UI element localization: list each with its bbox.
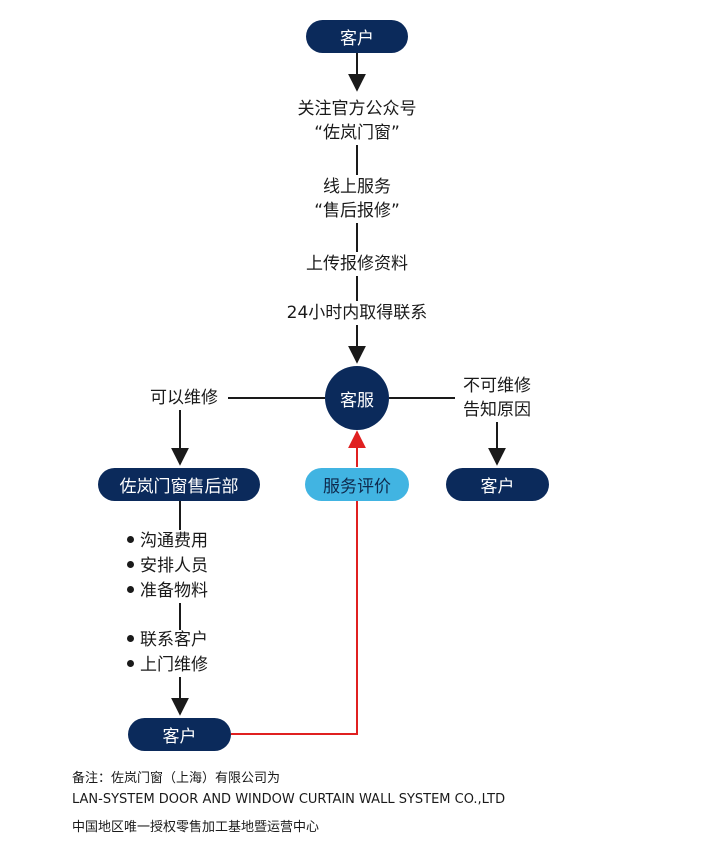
follow-step: 关注官方公众号 “佐岚门窗”: [297, 97, 417, 145]
task-item-label: 准备物料: [140, 581, 208, 601]
task-list-2: 联系客户 上门维修: [127, 628, 208, 678]
unrepairable-line1: 不可维修: [463, 376, 531, 396]
task-item: 准备物料: [127, 579, 208, 604]
footer-note-line3: 中国地区唯一授权零售加工基地暨运营中心: [72, 820, 320, 835]
bottom-customer-label: 客户: [162, 727, 197, 747]
right-customer-label: 客户: [480, 477, 515, 497]
task-item-label: 安排人员: [140, 556, 208, 576]
upload-step: 上传报修资料: [306, 252, 408, 276]
service-node: 客服: [325, 366, 389, 430]
task-item: 上门维修: [127, 653, 208, 678]
bullet-icon: [127, 634, 134, 642]
bullet-icon: [127, 535, 134, 543]
right-customer-node: 客户: [446, 468, 549, 501]
evaluation-node: 服务评价: [305, 468, 409, 501]
task-item-label: 联系客户: [140, 630, 208, 650]
unrepairable-branch: 不可维修 告知原因: [463, 374, 531, 422]
task-item: 安排人员: [127, 554, 208, 579]
service-label: 客服: [340, 390, 374, 411]
repairable-label: 可以维修: [150, 388, 218, 408]
footer-note-line2: LAN-SYSTEM DOOR AND WINDOW CURTAIN WALL …: [72, 792, 506, 807]
footer-note-line1: 备注：佐岚门窗（上海）有限公司为: [72, 771, 281, 786]
online-step-line2: “售后报修”: [314, 201, 400, 221]
upload-step-label: 上传报修资料: [306, 254, 408, 274]
contact-step-label: 24小时内取得联系: [286, 303, 428, 323]
task-item: 联系客户: [127, 628, 208, 653]
bottom-customer-node: 客户: [128, 718, 231, 751]
red-feedback-line: [231, 501, 358, 735]
online-step-line1: 线上服务: [323, 177, 391, 197]
follow-step-line2: “佐岚门窗”: [314, 123, 400, 143]
bullet-icon: [127, 659, 134, 667]
bullet-icon: [127, 585, 134, 593]
contact-step: 24小时内取得联系: [286, 301, 428, 325]
unrepairable-line2: 告知原因: [463, 400, 531, 420]
top-customer-label: 客户: [340, 29, 374, 49]
after-sales-label: 佐岚门窗售后部: [119, 477, 239, 497]
task-item: 沟通费用: [127, 529, 208, 554]
after-sales-node: 佐岚门窗售后部: [98, 468, 260, 501]
bullet-icon: [127, 560, 134, 568]
evaluation-label: 服务评价: [323, 477, 391, 497]
task-item-label: 沟通费用: [140, 531, 208, 551]
task-item-label: 上门维修: [140, 655, 208, 675]
follow-step-line1: 关注官方公众号: [297, 99, 417, 119]
task-list-1: 沟通费用 安排人员 准备物料: [127, 529, 208, 604]
repairable-branch: 可以维修: [150, 386, 218, 410]
online-step: 线上服务 “售后报修”: [314, 175, 400, 223]
top-customer-node: 客户: [306, 20, 408, 53]
